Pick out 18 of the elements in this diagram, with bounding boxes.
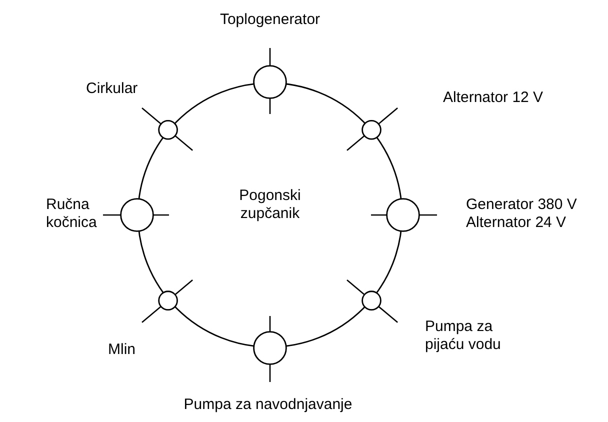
- device-label: Mlin: [108, 341, 136, 359]
- pulley-drawing: [252, 47, 288, 115]
- pulley-drawing: [346, 278, 399, 324]
- device-label: Ručna kočnica: [46, 196, 98, 232]
- device-label: Alternator 12 V: [443, 89, 544, 107]
- center-label: Pogonski zupčanik: [238, 187, 302, 223]
- pulley-drawing: [141, 106, 194, 152]
- pulley-drawing: [102, 197, 170, 233]
- device-label: Cirkular: [86, 80, 138, 98]
- device-label: Pumpa za navodnjavanje: [184, 396, 352, 414]
- pulley-drawing: [252, 315, 288, 383]
- pulley-drawing: [141, 278, 194, 324]
- device-label: Toplogenerator: [220, 11, 320, 29]
- pulley-drawing: [346, 106, 399, 152]
- device-label: Alternator 24 V: [466, 214, 566, 232]
- device-label: Generator 380 V: [466, 196, 577, 214]
- device-label: Pumpa za pijaću vodu: [425, 318, 502, 354]
- pulley-drawing: [370, 197, 438, 233]
